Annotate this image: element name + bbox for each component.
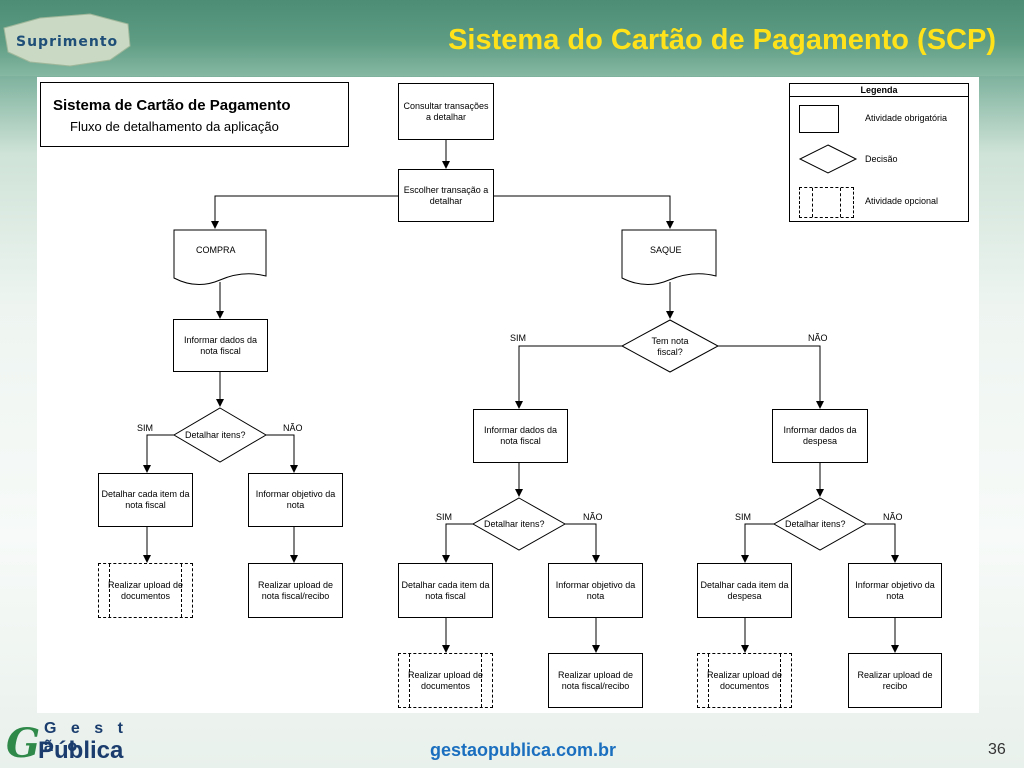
saque-nf-decision-diamond [471, 497, 567, 551]
brazil-map-icon [3, 13, 131, 67]
compra-decision-diamond [173, 407, 267, 463]
diagram-subtitle: Fluxo de detalhamento da aplicação [70, 119, 279, 134]
saque-desp-sim-label: SIM [735, 512, 752, 522]
legend-mandatory-label: Atividade obrigatória [865, 113, 948, 123]
page-number: 36 [988, 741, 1006, 758]
compra-document-shape [173, 229, 267, 285]
logo-g-mark: G [6, 720, 41, 767]
suprimento-logo: Suprimento [0, 10, 135, 70]
compra-upload-nf-node: Realizar upload de nota fiscal/recibo [248, 563, 343, 618]
saque-desp-detalhar-item-node: Detalhar cada item da despesa [697, 563, 792, 618]
saque-desp-decision-label: Detalhar itens? [785, 519, 846, 529]
compra-label: COMPRA [196, 245, 236, 255]
saque-desp-upload-docs-node: Realizar upload de documentos [697, 653, 792, 708]
saque-desp-decision-diamond [772, 497, 868, 551]
compra-informar-nf-node: Informar dados da nota fiscal [173, 319, 268, 372]
legend-decision-label: Decisão [865, 154, 898, 164]
escolher-node: Escolher transação a detalhar [398, 169, 494, 222]
logo-gestao-text: G e s t ã o [44, 720, 128, 755]
saque-document-shape [621, 229, 717, 285]
consultar-node: Consultar transações a detalhar [398, 83, 494, 140]
diagram-title: Sistema de Cartão de Pagamento [53, 97, 291, 114]
legend: Legenda Atividade obrigatória Decisão At… [789, 83, 969, 222]
legend-optional-label: Atividade opcional [865, 196, 939, 206]
legend-optional-shape [799, 187, 854, 218]
saque-nf-sim-label: SIM [436, 512, 453, 522]
compra-detalhar-item-node: Detalhar cada item da nota fiscal [98, 473, 193, 527]
saque-nf-upload-docs-node: Realizar upload de documentos [398, 653, 493, 708]
saque-nf-detalhar-item-node: Detalhar cada item da nota fiscal [398, 563, 493, 618]
slide-title: Sistema do Cartão de Pagamento (SCP) [448, 24, 996, 56]
brand-logo-text: Suprimento [16, 34, 119, 50]
gestao-publica-logo: G G e s t ã o Pública [6, 720, 138, 767]
diagram-title-box: Sistema de Cartão de Pagamento Fluxo de … [40, 82, 349, 147]
compra-sim-label: SIM [137, 423, 154, 433]
saque-nf-informar-objetivo-node: Informar objetivo da nota [548, 563, 643, 618]
saque-nota-decision-diamond [620, 319, 720, 373]
compra-informar-objetivo-node: Informar objetivo da nota [248, 473, 343, 527]
compra-nao-label: NÃO [283, 423, 303, 433]
saque-nota-decision-label: Tem nota fiscal? [651, 336, 689, 357]
saque-informar-despesa-node: Informar dados da despesa [772, 409, 868, 463]
saque-sim-label: SIM [510, 333, 527, 343]
saque-nf-upload-nf-node: Realizar upload de nota fiscal/recibo [548, 653, 643, 708]
legend-decision-shape [798, 144, 858, 174]
saque-desp-nao-label: NÃO [883, 512, 903, 522]
saque-desp-informar-objetivo-node: Informar objetivo da nota [848, 563, 942, 618]
slide-header [0, 0, 1024, 76]
logo-publica-text: Pública [38, 737, 124, 764]
saque-nao-label: NÃO [808, 333, 828, 343]
saque-label: SAQUE [650, 245, 682, 255]
saque-nf-decision-label: Detalhar itens? [484, 519, 545, 529]
saque-desp-upload-recibo-node: Realizar upload de recibo [848, 653, 942, 708]
saque-nf-nao-label: NÃO [583, 512, 603, 522]
legend-mandatory-shape [799, 105, 839, 133]
compra-decision-label: Detalhar itens? [185, 430, 246, 440]
legend-title: Legenda [790, 84, 968, 97]
saque-informar-nf-node: Informar dados da nota fiscal [473, 409, 568, 463]
compra-upload-docs-node: Realizar upload de documentos [98, 563, 193, 618]
footer-url[interactable]: gestaopublica.com.br [430, 740, 617, 760]
